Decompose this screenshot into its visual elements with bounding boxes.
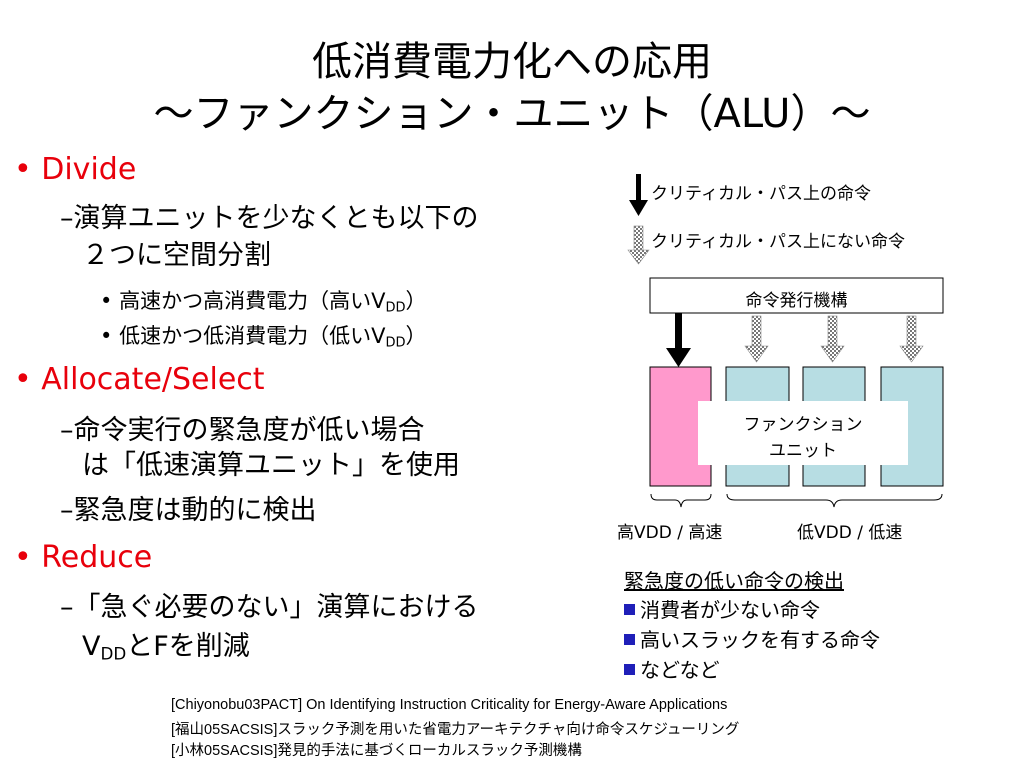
square-bullet-icon: [624, 664, 635, 675]
label-high-vdd: 高VDD / 高速: [617, 523, 723, 543]
allocate-sub1-line1: –命令実行の緊急度が低い場合: [60, 414, 425, 448]
detection-item: 消費者が少ない命令: [624, 594, 820, 623]
dash: –: [60, 495, 74, 526]
divide-item-low: • 低速かつ低消費電力（低いVDD）: [100, 320, 427, 351]
detection-item: などなど: [624, 654, 720, 683]
legend-critical-label: クリティカル・パス上の命令: [651, 184, 871, 204]
small-bullet: •: [100, 324, 113, 348]
small-bullet: •: [100, 289, 113, 313]
detection-item: 高いスラックを有する命令: [624, 624, 880, 653]
subscript-dd: DD: [385, 335, 406, 351]
bullet-dot: •: [14, 540, 32, 575]
reference-item: [Chiyonobu03PACT] On Identifying Instruc…: [171, 697, 728, 713]
function-unit-label-box: [698, 401, 908, 465]
slide-title-line1: 低消費電力化への応用: [312, 39, 712, 85]
subscript-dd: DD: [385, 300, 406, 316]
allocate-sub1-text1: 命令実行の緊急度が低い場合: [73, 415, 425, 446]
noncritical-arrow-2: [820, 315, 845, 363]
detection-item-text: などなど: [640, 658, 720, 682]
divide-item-high: • 高速かつ高消費電力（高いVDD）: [100, 285, 427, 316]
divide-item-low-text: 低速かつ低消費電力（低いV: [119, 324, 386, 348]
allocate-sub2-text: 緊急度は動的に検出: [73, 495, 317, 526]
close-paren: ）: [405, 289, 427, 313]
brace-low: [726, 493, 943, 508]
reduce-rest: とFを削減: [126, 631, 250, 662]
reduce-sub-line2: VDDとFを削減: [82, 630, 250, 671]
subscript-dd: DD: [100, 643, 127, 664]
divide-sub-text1: 演算ユニットを少なくとも以下の: [73, 203, 479, 234]
bullet-dot: •: [14, 362, 32, 397]
divide-sub-line1: –演算ユニットを少なくとも以下の: [60, 202, 479, 236]
critical-arrow: [666, 313, 691, 367]
function-unit-label-line2: ユニット: [769, 441, 837, 461]
reduce-sub-text1: 「急ぐ必要のない」演算における: [73, 592, 479, 623]
bullet-dot: •: [14, 152, 32, 187]
dash: –: [60, 415, 74, 446]
square-bullet-icon: [624, 634, 635, 645]
noncritical-arrow-1: [744, 315, 769, 363]
function-unit-label-line1: ファンクション: [743, 415, 863, 435]
bullet-heading-allocate: Allocate/Select: [41, 362, 265, 397]
brace-high: [650, 493, 712, 508]
dash: –: [60, 592, 74, 623]
legend-noncritical-label: クリティカル・パス上にない命令: [651, 232, 905, 252]
reference-item: [福山05SACSIS]スラック予測を用いた省電力アーキテクチャ向け命令スケジュ…: [171, 722, 740, 738]
square-bullet-icon: [624, 604, 635, 615]
detection-heading: 緊急度の低い命令の検出: [624, 569, 844, 593]
divide-item-high-text: 高速かつ高消費電力（高いV: [119, 289, 386, 313]
dash: –: [60, 203, 74, 234]
detection-item-text: 消費者が少ない命令: [640, 598, 820, 622]
legend-solid-arrow: [629, 174, 648, 216]
issue-unit-label: 命令発行機構: [745, 291, 848, 311]
close-paren: ）: [405, 324, 427, 348]
bullet-divide: • Divide: [14, 152, 136, 187]
noncritical-arrow-3: [899, 315, 924, 363]
bullet-heading-reduce: Reduce: [41, 540, 153, 575]
allocate-sub1-line2: は「低速演算ユニット」を使用: [82, 450, 460, 481]
bullet-reduce: • Reduce: [14, 540, 152, 575]
bullet-allocate: • Allocate/Select: [14, 362, 265, 397]
detection-item-text: 高いスラックを有する命令: [640, 628, 880, 652]
slide-title-line2: ～ファンクション・ユニット（ALU）～: [153, 91, 871, 137]
legend-hatched-arrow: [627, 225, 650, 265]
issue-unit-box: [649, 277, 944, 314]
reference-item: [小林05SACSIS]発見的手法に基づくローカルスラック予測機構: [171, 743, 582, 759]
reduce-sub-line1: –「急ぐ必要のない」演算における: [60, 591, 479, 625]
reduce-v: V: [82, 631, 101, 662]
divide-sub-line2: ２つに空間分割: [82, 240, 271, 271]
bullet-heading-divide: Divide: [41, 152, 137, 187]
allocate-sub2: –緊急度は動的に検出: [60, 494, 317, 528]
label-low-vdd: 低VDD / 低速: [797, 523, 903, 543]
